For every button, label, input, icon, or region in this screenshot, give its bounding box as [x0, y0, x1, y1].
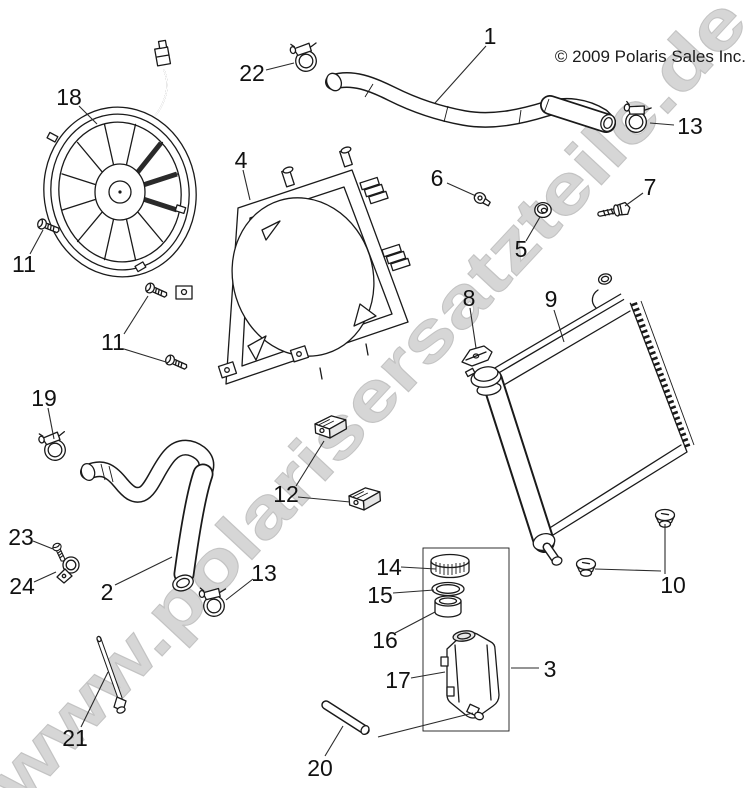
callout-bottle-cap: 14: [376, 554, 437, 580]
leader-line: [434, 45, 487, 104]
leader-line: [324, 725, 344, 757]
part-bracket: [461, 345, 493, 367]
part-radiator: [464, 273, 695, 566]
leader-line: [33, 571, 57, 583]
part-label: 24: [9, 573, 35, 599]
callout-upper-radiator-hose: 1: [434, 23, 497, 104]
leader-line: [47, 407, 55, 440]
callout-filler-bushing: 16: [372, 611, 436, 653]
part-label: 3: [544, 656, 557, 682]
leader-line: [469, 307, 477, 349]
callout-hose-clamp: 13: [225, 560, 277, 601]
leader-line: [295, 440, 325, 487]
callout-hose-clamp: 19: [31, 385, 57, 440]
part-cooling-fan: [43, 39, 197, 278]
callout-bottle-assembly: 3: [511, 656, 556, 682]
part-label: 7: [644, 174, 657, 200]
leader-line: [624, 192, 644, 207]
callout-fan-shroud: 4: [235, 147, 251, 201]
part-label: 13: [677, 113, 703, 139]
callout-flange-screw: 6: [431, 165, 477, 197]
part-upper-radiator-hose: [325, 71, 616, 133]
callout-screw: 11: [101, 295, 167, 363]
leader-line: [400, 566, 437, 570]
callout-cooling-fan: 18: [56, 84, 98, 125]
part-label: 12: [273, 481, 299, 507]
part-label: 10: [660, 572, 686, 598]
copyright-text: © 2009 Polaris Sales Inc.: [555, 47, 746, 66]
part-fan-shroud: [175, 146, 411, 385]
leader-line: [123, 295, 149, 335]
part-label: 15: [367, 582, 393, 608]
part-label: 13: [251, 560, 277, 586]
leader-line: [410, 671, 446, 679]
leader-line: [225, 578, 254, 601]
callout-screw: 23: [8, 524, 54, 550]
part-cable-clamp-24: [56, 556, 80, 584]
callout-mounting-bracket: 12: [273, 440, 351, 507]
part-label: 22: [239, 60, 265, 86]
leader-line: [446, 182, 477, 197]
callout-grommet: 10: [594, 524, 686, 598]
part-drain-rod: [96, 635, 127, 714]
callout-drain-rod: 21: [62, 671, 109, 751]
leader-line: [29, 229, 44, 255]
callout-o-ring: 15: [367, 582, 435, 608]
part-spacer-nut-5: [534, 201, 552, 219]
leader-line: [297, 496, 351, 503]
callout-vent-hose: 20: [307, 725, 344, 781]
part-vent-hose: [321, 700, 370, 735]
leader-line: [265, 62, 295, 71]
part-label: 2: [101, 579, 114, 605]
part-label: 4: [235, 147, 248, 173]
leader-line: [649, 122, 675, 126]
leader-line: [32, 540, 54, 550]
leader-line: [80, 671, 109, 728]
part-label: 19: [31, 385, 57, 411]
callout-hex-bolt: 7: [624, 174, 657, 207]
part-label: 6: [431, 165, 444, 191]
part-label: 23: [8, 524, 34, 550]
leader-line: [392, 589, 435, 594]
callout-radiator: 9: [545, 286, 565, 343]
leader-line: [78, 105, 98, 125]
leader-line: [114, 556, 173, 586]
callout-lower-radiator-hose: 2: [101, 556, 173, 605]
part-label: 11: [12, 251, 36, 277]
part-label: 21: [62, 725, 88, 751]
part-label: 20: [307, 755, 333, 781]
part-label: 11: [101, 329, 125, 355]
callout-spacer-nut: 5: [515, 216, 541, 262]
part-label: 17: [385, 667, 411, 693]
part-label: 9: [545, 286, 558, 312]
callout-cable-clamp: 24: [9, 571, 57, 599]
part-label: 18: [56, 84, 82, 110]
callout-screw: 11: [12, 229, 44, 277]
part-label: 5: [515, 236, 528, 262]
part-bottle-assembly: [377, 547, 510, 738]
part-label: 1: [484, 23, 497, 49]
callout-coolant-bottle: 17: [385, 667, 446, 693]
part-lower-radiator-hose: [80, 439, 215, 592]
part-label: 16: [372, 627, 398, 653]
leader-line: [123, 348, 167, 363]
leader-line: [242, 169, 251, 201]
part-label: 14: [376, 554, 402, 580]
part-hex-bolt-7: [597, 201, 631, 217]
leader-line: [553, 309, 565, 343]
callout-hose-clamp: 13: [649, 113, 703, 139]
part-label: 8: [463, 285, 476, 311]
leader-line: [594, 568, 662, 572]
callout-bracket: 8: [463, 285, 477, 349]
leader-line: [394, 611, 436, 634]
leader-line: [525, 216, 541, 242]
callout-hose-clamp: 22: [239, 60, 295, 86]
